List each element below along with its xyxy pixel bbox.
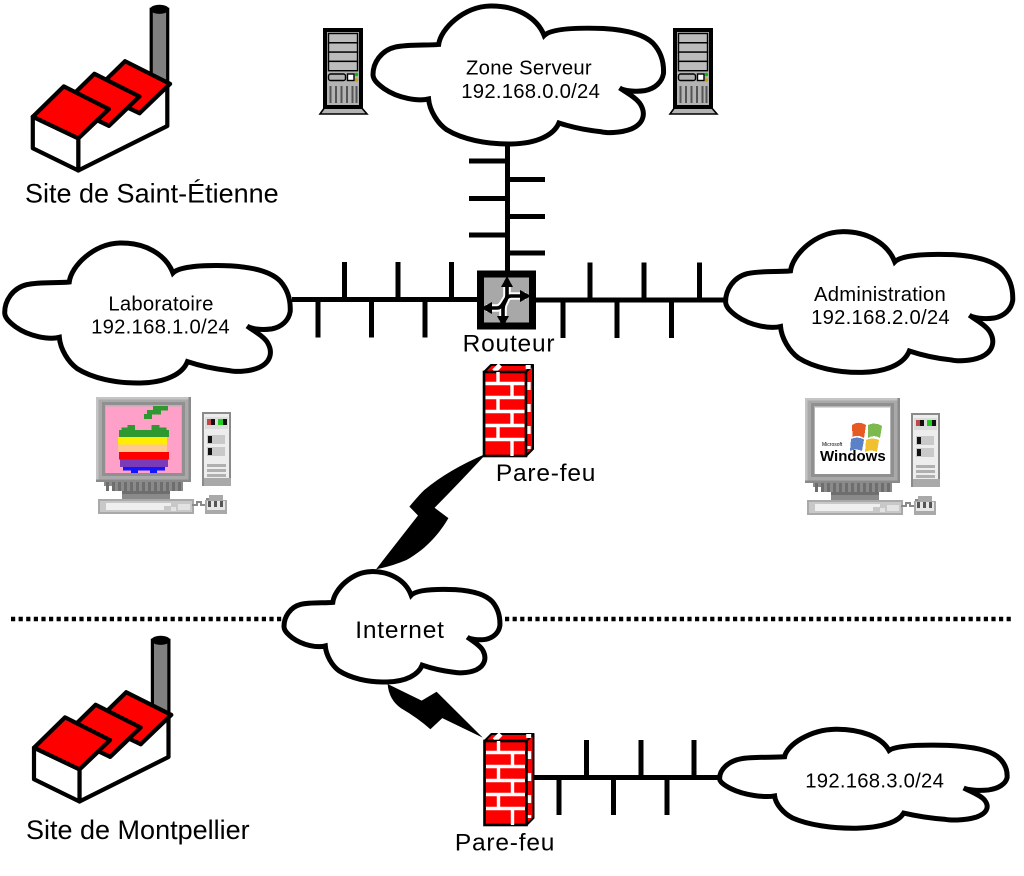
svg-text:Internet: Internet (355, 617, 444, 644)
svg-text:Pare-feu: Pare-feu (496, 460, 596, 487)
svg-text:192.168.3.0/24: 192.168.3.0/24 (805, 770, 944, 792)
svg-text:Site de Saint-Étienne: Site de Saint-Étienne (25, 179, 279, 209)
svg-text:Routeur: Routeur (463, 330, 556, 357)
svg-text:192.168.1.0/24: 192.168.1.0/24 (91, 317, 230, 339)
svg-text:192.168.0.0/24: 192.168.0.0/24 (461, 81, 600, 103)
svg-text:Site de Montpellier: Site de Montpellier (26, 815, 250, 845)
svg-text:Administration: Administration (814, 284, 946, 306)
svg-text:Pare-feu: Pare-feu (455, 830, 555, 857)
svg-text:192.168.2.0/24: 192.168.2.0/24 (811, 307, 950, 329)
svg-text:Laboratoire: Laboratoire (108, 293, 213, 315)
svg-text:Zone Serveur: Zone Serveur (466, 57, 592, 79)
